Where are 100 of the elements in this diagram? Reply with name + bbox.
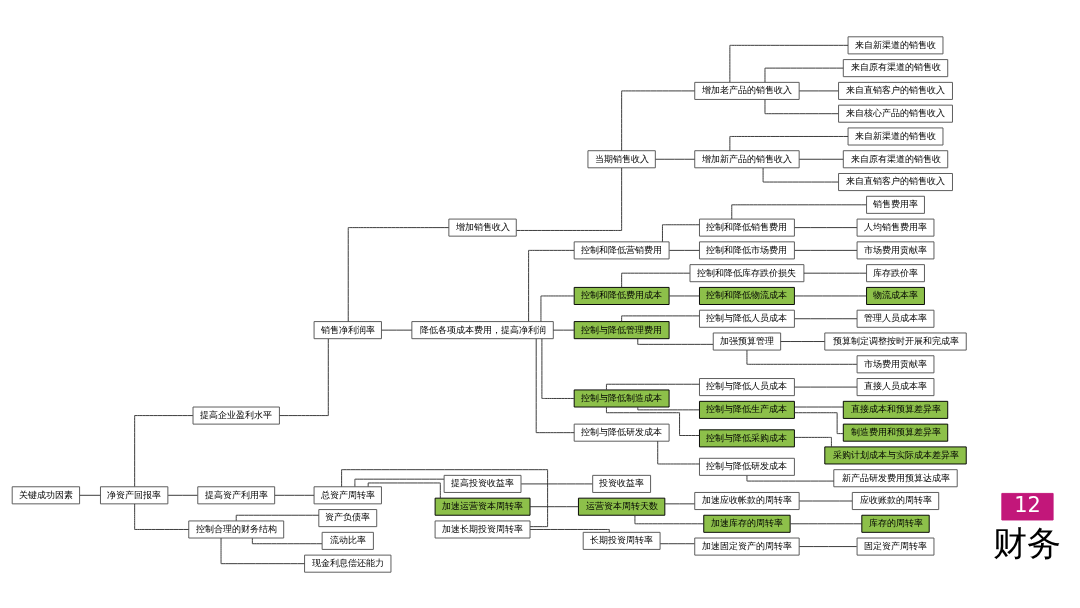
connector bbox=[764, 67, 844, 83]
connector bbox=[668, 295, 700, 296]
connector bbox=[535, 337, 575, 433]
connector bbox=[516, 167, 623, 231]
connector bbox=[621, 314, 700, 322]
node-box: 控制与降低研发成本 bbox=[573, 423, 670, 442]
node-box: 增加销售收入 bbox=[448, 218, 517, 237]
node-box: 降低各项成本费用，提高净利润 bbox=[411, 320, 554, 339]
node-box: 来自直销客户的销售收入 bbox=[838, 172, 953, 191]
connector bbox=[794, 436, 832, 447]
connector bbox=[789, 522, 863, 524]
connector bbox=[794, 249, 858, 251]
node-box: 投资收益率 bbox=[592, 474, 652, 493]
node-box: 控制和降低销售费用 bbox=[699, 218, 795, 237]
connector bbox=[167, 494, 198, 496]
connector bbox=[657, 440, 700, 464]
connector bbox=[520, 482, 593, 484]
node-box: 资产负债率 bbox=[318, 508, 378, 527]
connector bbox=[746, 474, 835, 482]
node-box: 销售费用率 bbox=[866, 195, 925, 214]
node-box: 增加老产品的销售收入 bbox=[694, 81, 800, 100]
node-box: 控制和降低费用成本 bbox=[573, 286, 670, 305]
connector bbox=[794, 226, 858, 228]
node-box: 控制合理的财务结构 bbox=[188, 519, 285, 538]
connector bbox=[662, 223, 700, 242]
connector bbox=[605, 383, 700, 390]
connector bbox=[529, 528, 610, 533]
connector bbox=[794, 386, 858, 388]
connector bbox=[659, 542, 695, 544]
connector bbox=[621, 272, 691, 288]
node-box: 控制和降低市场费用 bbox=[699, 240, 795, 259]
node-box: 加速固定资产的周转率 bbox=[694, 537, 800, 556]
connector bbox=[637, 337, 714, 345]
node-box: 提高投资收益率 bbox=[443, 474, 522, 493]
node-box: 来自核心产品的销售收入 bbox=[838, 104, 953, 123]
connector bbox=[354, 478, 445, 487]
connector bbox=[274, 494, 315, 496]
node-box: 控制与降低人员成本 bbox=[699, 377, 795, 396]
connector bbox=[347, 226, 450, 322]
connector bbox=[729, 135, 849, 151]
node-box: 库存跌价率 bbox=[866, 263, 925, 282]
connector bbox=[540, 295, 575, 322]
node-box: 人均销售费用率 bbox=[856, 218, 935, 237]
connector bbox=[798, 545, 858, 547]
node-box: 来自新渠道的销售收 bbox=[847, 35, 944, 54]
node-box: 直接成本和预算差异率 bbox=[842, 400, 949, 419]
node-box: 市场费用贡献率 bbox=[856, 354, 935, 373]
node-box: 应收账款的周转率 bbox=[851, 491, 940, 510]
node-box: 控制与降低生产成本 bbox=[699, 400, 795, 419]
node-box: 控制与降低制造成本 bbox=[573, 388, 670, 407]
connector bbox=[668, 249, 700, 251]
node-box: 来自直销客户的销售收入 bbox=[838, 81, 953, 100]
node-box: 来自新渠道的销售收 bbox=[847, 126, 944, 145]
node-box: 市场费用贡献率 bbox=[856, 240, 935, 259]
node-box: 流动比率 bbox=[321, 531, 374, 550]
node-box: 控制和降低库存跌价损失 bbox=[689, 263, 805, 282]
connector bbox=[798, 158, 844, 160]
connector bbox=[381, 329, 413, 331]
connector bbox=[367, 482, 441, 499]
node-box: 采购计划成本与实际成本差异率 bbox=[824, 445, 967, 464]
node-box: 来自原有渠道的销售收 bbox=[842, 149, 949, 168]
connector bbox=[729, 44, 849, 83]
node-box: 控制与降低采购成本 bbox=[699, 428, 795, 447]
node-box: 运营资本周转天数 bbox=[577, 497, 666, 516]
node-box: 控制和降低营销费用 bbox=[573, 240, 670, 259]
node-box: 固定资产周转率 bbox=[856, 537, 935, 556]
node-box: 管理人员成本率 bbox=[856, 309, 935, 328]
node-box: 总资产周转率 bbox=[313, 485, 382, 504]
node-box: 关键成功因素 bbox=[11, 485, 81, 504]
connector bbox=[637, 406, 700, 410]
connector bbox=[235, 514, 320, 521]
node-box: 增加新产品的销售收入 bbox=[694, 149, 800, 168]
node-box: 制造费用和预算差异率 bbox=[842, 423, 949, 442]
node-box: 加速应收帐款的周转率 bbox=[694, 491, 800, 510]
node-box: 长期投资周转率 bbox=[582, 531, 661, 550]
node-box: 当期销售收入 bbox=[587, 149, 656, 168]
connector bbox=[134, 502, 190, 530]
node-box: 预算制定调整按时开展和完成率 bbox=[824, 332, 967, 351]
connector bbox=[798, 500, 853, 501]
connector bbox=[605, 406, 700, 436]
node-box: 控制与降低人员成本 bbox=[699, 309, 795, 328]
connector bbox=[793, 411, 844, 434]
connector bbox=[634, 514, 705, 524]
node-box: 提高资产利用率 bbox=[197, 485, 276, 504]
node-box: 加速长期投资周转率 bbox=[434, 519, 531, 538]
node-box: 加速运营资本周转率 bbox=[434, 497, 531, 516]
connector bbox=[780, 340, 826, 342]
connector bbox=[134, 414, 194, 487]
connector bbox=[251, 537, 323, 544]
node-box: 直接人员成本率 bbox=[856, 377, 935, 396]
connector bbox=[341, 468, 549, 527]
node-box: 销售净利润率 bbox=[313, 320, 382, 339]
label: 12 bbox=[1014, 492, 1041, 517]
connector bbox=[552, 329, 575, 331]
node-box: 现金利息偿还能力 bbox=[304, 554, 392, 573]
connector bbox=[529, 505, 579, 507]
connector bbox=[794, 317, 858, 319]
connector bbox=[794, 406, 844, 407]
node-box: 净资产回报率 bbox=[100, 485, 169, 504]
node-box: 控制与降低研发成本 bbox=[699, 457, 795, 476]
